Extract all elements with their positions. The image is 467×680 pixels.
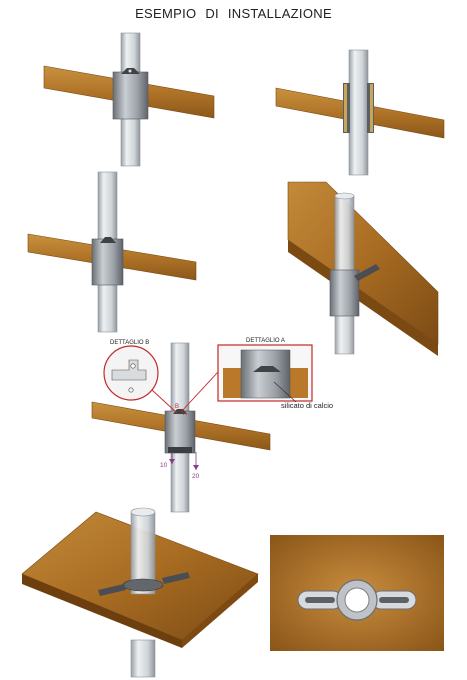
clamp-tab xyxy=(100,237,116,243)
panel-7 xyxy=(270,535,444,651)
dimension-label: 10 xyxy=(160,462,168,469)
base-ring xyxy=(122,578,164,592)
panel-6 xyxy=(21,507,259,678)
panel-3 xyxy=(27,171,197,333)
detail-a-label: DETTAGLIO A xyxy=(246,338,285,344)
panel-2 xyxy=(275,49,445,176)
dimension-label: 20 xyxy=(192,473,200,480)
pipe xyxy=(348,49,369,176)
bracket-right xyxy=(162,572,190,584)
collar-sleeve xyxy=(91,238,124,286)
callout-label: silicato di calcio xyxy=(281,401,333,410)
panel-5 xyxy=(91,342,313,513)
bracket-left xyxy=(98,584,126,596)
collar-sleeve xyxy=(329,269,360,317)
page-title: ESEMPIO DI INSTALLAZIONE xyxy=(135,6,332,21)
clamp-arm xyxy=(354,264,380,281)
panel-1 xyxy=(43,32,215,167)
detail-b-label: DETTAGLIO B xyxy=(110,340,149,346)
panel-4 xyxy=(287,181,439,356)
pipe-below xyxy=(130,639,156,678)
collar-sleeve xyxy=(164,410,196,454)
collar-sleeve xyxy=(112,71,149,120)
wood-beam xyxy=(287,181,439,345)
detail-b-marker: B xyxy=(175,404,179,410)
detail-a-marker: A xyxy=(183,411,187,417)
plate-hole xyxy=(344,587,370,613)
